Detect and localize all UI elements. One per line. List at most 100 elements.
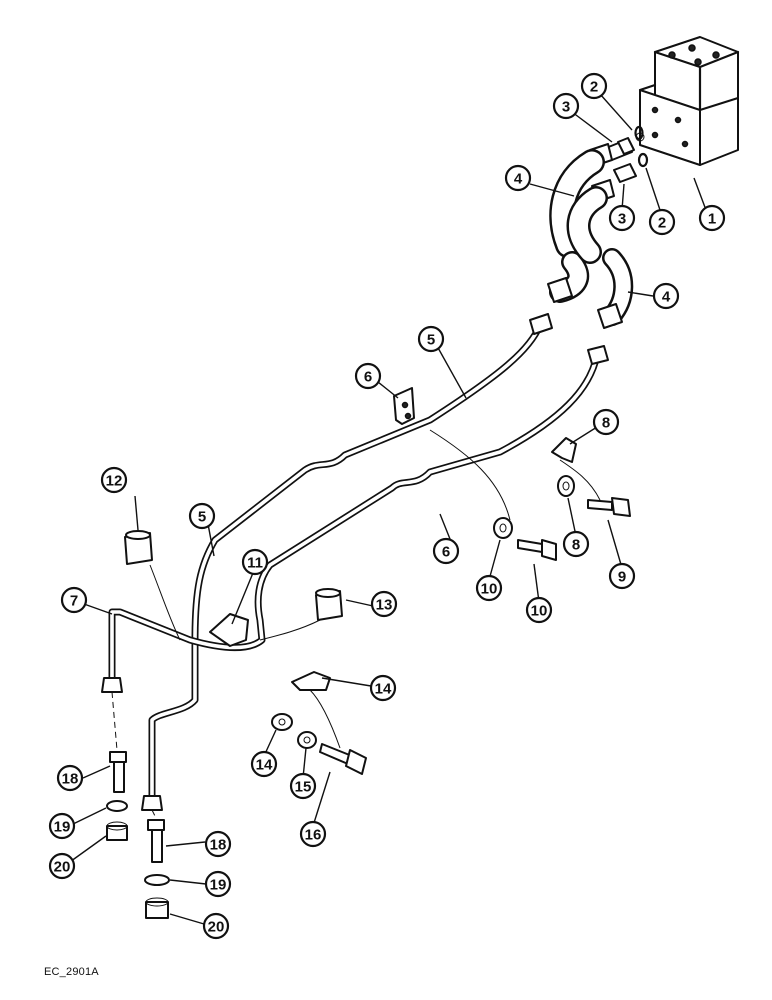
callout-11: 11	[241, 548, 269, 576]
callout-5: 5	[417, 325, 445, 353]
callout-13: 13	[370, 590, 398, 618]
callout-group: 1223344556678891010111213141415161818191…	[48, 72, 726, 940]
callout-circle	[580, 72, 608, 100]
callout-5: 5	[188, 502, 216, 530]
callout-circle	[608, 562, 636, 590]
connector-18-right	[147, 819, 165, 863]
washer-8-lower	[297, 731, 317, 749]
callout-circle	[204, 870, 232, 898]
clip-10-lower	[291, 671, 331, 691]
callout-3: 3	[552, 92, 580, 120]
spacer-14-right	[315, 588, 343, 621]
nut-20-right	[145, 897, 169, 919]
callout-circle	[289, 772, 317, 800]
callout-6: 6	[432, 537, 460, 565]
washer-15	[271, 713, 293, 731]
callout-circle	[56, 764, 84, 792]
callout-circle	[202, 912, 230, 940]
callout-label: 2	[658, 215, 666, 232]
leader-lines	[66, 93, 707, 925]
callout-label: 10	[481, 581, 498, 598]
bracket-7	[393, 387, 415, 425]
callout-label: 14	[375, 681, 392, 698]
callout-circle	[648, 208, 676, 236]
callout-10: 10	[525, 596, 553, 624]
callout-circle	[100, 466, 128, 494]
callout-circle	[475, 574, 503, 602]
callout-label: 6	[364, 369, 372, 386]
callout-label: 12	[106, 473, 123, 490]
hose-left	[547, 143, 613, 303]
assembly-lines	[111, 429, 601, 819]
callout-label: 14	[256, 757, 273, 774]
bolt-9	[517, 539, 557, 561]
callout-19: 19	[204, 870, 232, 898]
callout-16: 16	[299, 820, 327, 848]
callout-circle	[60, 586, 88, 614]
callout-label: 10	[531, 603, 548, 620]
callout-label: 9	[618, 569, 626, 586]
hose-right	[566, 179, 634, 329]
callout-label: 13	[376, 597, 393, 614]
callout-label: 4	[514, 171, 523, 188]
o-ring-upper	[634, 125, 644, 141]
bolt-16	[319, 743, 367, 775]
callout-6: 6	[354, 362, 382, 390]
callout-8: 8	[592, 408, 620, 436]
callout-label: 3	[562, 99, 570, 116]
callout-circle	[354, 362, 382, 390]
callout-circle	[562, 530, 590, 558]
callout-1: 1	[698, 204, 726, 232]
callout-circle	[369, 674, 397, 702]
callout-7: 7	[60, 586, 88, 614]
callout-18: 18	[204, 830, 232, 858]
callout-3: 3	[608, 204, 636, 232]
callout-label: 16	[305, 827, 322, 844]
nut-20-left	[106, 821, 128, 841]
callout-12: 12	[100, 466, 128, 494]
callout-label: 8	[602, 415, 610, 432]
callout-18: 18	[56, 764, 84, 792]
bolt-12	[587, 497, 631, 517]
washer-19-left	[106, 800, 128, 812]
callout-label: 4	[662, 289, 671, 306]
callout-circle	[525, 596, 553, 624]
callout-circle	[552, 92, 580, 120]
callout-label: 15	[295, 779, 312, 796]
callout-20: 20	[48, 852, 76, 880]
callout-label: 2	[590, 79, 598, 96]
callout-circle	[188, 502, 216, 530]
callout-label: 8	[572, 537, 580, 554]
adapter-lower	[613, 163, 637, 183]
callout-label: 20	[208, 919, 225, 936]
callout-20: 20	[202, 912, 230, 940]
callout-circle	[698, 204, 726, 232]
callout-8: 8	[562, 530, 590, 558]
washer-11	[557, 475, 575, 497]
callout-circle	[432, 537, 460, 565]
callout-9: 9	[608, 562, 636, 590]
callout-label: 18	[210, 837, 227, 854]
callout-label: 19	[210, 877, 227, 894]
callout-14: 14	[369, 674, 397, 702]
callout-15: 15	[289, 772, 317, 800]
callout-4: 4	[504, 164, 532, 192]
callout-circle	[299, 820, 327, 848]
callout-label: 19	[54, 819, 71, 836]
callout-4: 4	[652, 282, 680, 310]
callout-circle	[250, 750, 278, 778]
valve-block	[635, 36, 740, 166]
tube-5	[141, 313, 553, 811]
clip-13	[209, 613, 249, 647]
callout-label: 5	[198, 509, 206, 526]
callout-label: 7	[70, 593, 78, 610]
callout-circle	[592, 408, 620, 436]
tube-6	[101, 345, 609, 693]
callout-circle	[504, 164, 532, 192]
callout-circle	[204, 830, 232, 858]
callout-label: 11	[247, 555, 263, 572]
callout-circle	[48, 812, 76, 840]
washer-19-right	[144, 874, 170, 886]
callout-2: 2	[648, 208, 676, 236]
